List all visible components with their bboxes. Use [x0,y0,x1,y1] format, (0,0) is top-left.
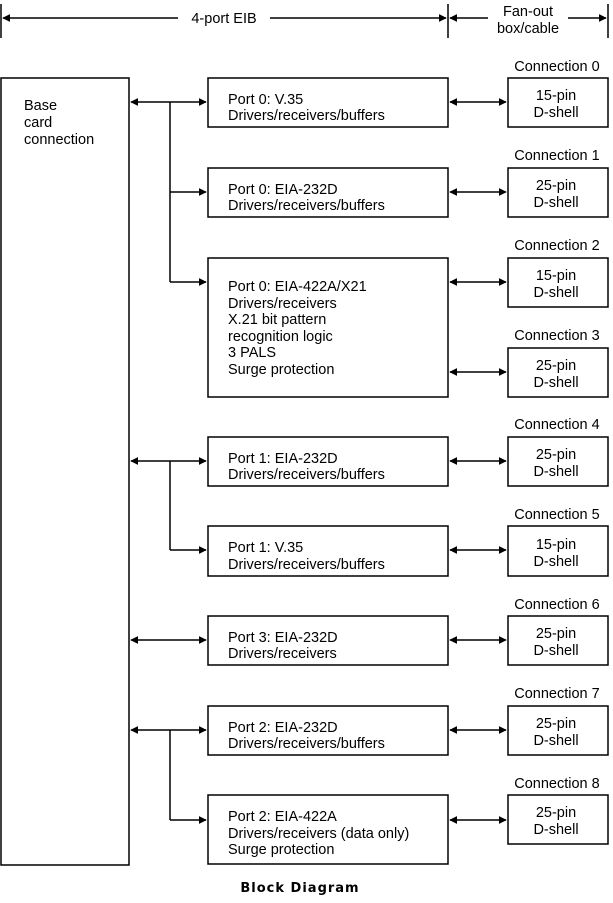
port-1-eia232d-line-1: Port 1: EIA-232D [228,451,338,467]
connection-6-line-1: 25-pin [536,626,576,642]
port-0-eia422a-x21: Port 0: EIA-422A/X21 Drivers/receivers X… [207,257,449,398]
diagram-caption: Block Diagram [240,881,360,896]
port-0-eia422a-x21-line-4: recognition logic [228,329,333,345]
connection-4-line-2: D-shell [533,464,578,480]
fanout-label-line-2: box/cable [497,21,559,37]
bus-arrows [130,98,207,734]
connection-4: Connection 4 25-pin D-shell [507,417,609,487]
port-3-eia232d: Port 3: EIA-232D Drivers/receivers [207,615,449,666]
port-1-v35-line-2: Drivers/receivers/buffers [228,557,385,573]
port-1-eia232d: Port 1: EIA-232D Drivers/receivers/buffe… [207,436,449,487]
base-label-line-2: card [24,115,52,131]
port-2-eia232d: Port 2: EIA-232D Drivers/receivers/buffe… [207,705,449,756]
port-2-eia422a-line-2: Drivers/receivers (data only) [228,826,409,842]
fanout-label-line-1: Fan-out [503,4,553,20]
connection-0-line-1: 15-pin [536,88,576,104]
port-0-eia422a-x21-line-6: Surge protection [228,362,334,378]
eib-label: 4-port EIB [191,11,256,27]
connection-1-line-1: 25-pin [536,178,576,194]
connection-0-title: Connection 0 [514,59,599,75]
connection-3-line-1: 25-pin [536,358,576,374]
connection-5: Connection 5 15-pin D-shell [507,507,609,577]
port-0-eia232d-line-1: Port 0: EIA-232D [228,182,338,198]
port-0-eia422a-x21-line-3: X.21 bit pattern [228,312,326,328]
port-2-eia232d-line-1: Port 2: EIA-232D [228,720,338,736]
port-1-v35-line-1: Port 1: V.35 [228,540,303,556]
connection-1-line-2: D-shell [533,195,578,211]
connection-1: Connection 1 25-pin D-shell [507,148,609,218]
port-3-eia232d-line-1: Port 3: EIA-232D [228,630,338,646]
port-0-eia232d-line-2: Drivers/receivers/buffers [228,198,385,214]
connection-7: Connection 7 25-pin D-shell [507,686,609,756]
connection-2: Connection 2 15-pin D-shell [507,238,609,308]
port-1-eia232d-line-2: Drivers/receivers/buffers [228,467,385,483]
connection-0-line-2: D-shell [533,105,578,121]
port-3-eia232d-line-2: Drivers/receivers [228,646,337,662]
connection-6-line-2: D-shell [533,643,578,659]
connection-7-title: Connection 7 [514,686,599,702]
connection-4-title: Connection 4 [514,417,599,433]
base-card-box [0,77,130,866]
port-0-v35: Port 0: V.35 Drivers/receivers/buffers [207,77,449,128]
port-2-eia422a: Port 2: EIA-422A Drivers/receivers (data… [207,794,449,865]
port-0-eia232d: Port 0: EIA-232D Drivers/receivers/buffe… [207,167,449,218]
connection-8-line-2: D-shell [533,822,578,838]
base-label-line-3: connection [24,132,94,148]
connection-8-title: Connection 8 [514,776,599,792]
connection-8: Connection 8 25-pin D-shell [507,776,609,845]
connection-2-title: Connection 2 [514,238,599,254]
port-2-eia422a-line-1: Port 2: EIA-422A [228,809,337,825]
port-0-eia422a-x21-line-2: Drivers/receivers [228,296,337,312]
connection-3-title: Connection 3 [514,328,599,344]
header-dimension [0,4,609,38]
connector-arrows [449,98,507,824]
connection-3: Connection 3 25-pin D-shell [507,328,609,398]
port-0-v35-line-2: Drivers/receivers/buffers [228,108,385,124]
port-0-eia422a-x21-line-1: Port 0: EIA-422A/X21 [228,279,367,295]
connection-1-title: Connection 1 [514,148,599,164]
port-2-eia422a-line-3: Surge protection [228,842,334,858]
connection-7-line-1: 25-pin [536,716,576,732]
connection-4-line-1: 25-pin [536,447,576,463]
port-0-v35-line-1: Port 0: V.35 [228,92,303,108]
port-2-eia232d-line-2: Drivers/receivers/buffers [228,736,385,752]
connection-5-line-2: D-shell [533,554,578,570]
connection-3-line-2: D-shell [533,375,578,391]
connection-5-line-1: 15-pin [536,537,576,553]
port-1-v35: Port 1: V.35 Drivers/receivers/buffers [207,525,449,577]
bus-branches [169,102,207,824]
connection-2-line-2: D-shell [533,285,578,301]
connection-6: Connection 6 25-pin D-shell [507,597,609,666]
connection-2-line-1: 15-pin [536,268,576,284]
connection-5-title: Connection 5 [514,507,599,523]
connection-6-title: Connection 6 [514,597,599,613]
connection-8-line-1: 25-pin [536,805,576,821]
base-label-line-1: Base [24,98,57,114]
connection-0: Connection 0 15-pin D-shell [507,59,609,128]
connection-7-line-2: D-shell [533,733,578,749]
port-0-eia422a-x21-line-5: 3 PALS [228,345,276,361]
